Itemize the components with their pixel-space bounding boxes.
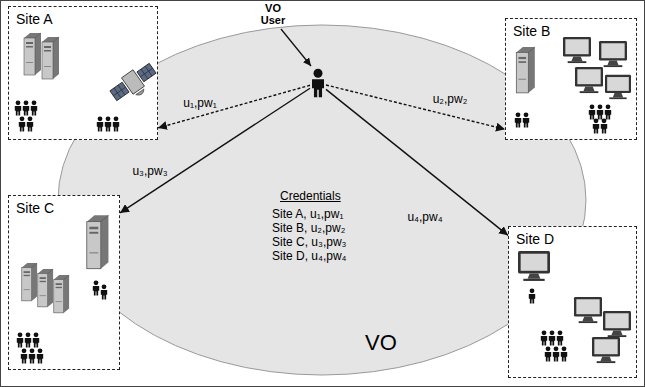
- person-icon: [33, 332, 39, 347]
- label-holder: Credentials: [280, 186, 341, 204]
- edge-label-holder: u₃,pw₃: [130, 161, 169, 179]
- person-icon: [113, 116, 119, 131]
- server-icon: [516, 47, 535, 93]
- user-label: VO User: [256, 2, 290, 26]
- server-icon: [42, 37, 59, 79]
- person-icon: [15, 100, 21, 115]
- edge-label-holder: u₁,pw₁: [181, 93, 218, 111]
- label-holder: Site A, u₁,pw₁: [272, 204, 343, 222]
- person-icon: [27, 116, 33, 131]
- server-icon: [54, 275, 69, 313]
- edge-label-holder: u₂,pw₂: [431, 89, 470, 107]
- person-icon: [25, 332, 31, 347]
- credential-arrow: [326, 89, 508, 235]
- person-icon: [97, 116, 103, 131]
- label-holder: Site D, u₄,pw₄: [272, 246, 347, 264]
- server-icon: [38, 269, 53, 307]
- person-icon: [37, 348, 43, 363]
- edge-label: u₃,pw₃: [130, 164, 169, 178]
- person-icon: [597, 104, 603, 119]
- server-icon: [22, 263, 37, 301]
- server-icon: [24, 33, 41, 75]
- person-icon: [523, 112, 529, 127]
- person-icon: [553, 346, 559, 361]
- site-a-illustration: [15, 33, 161, 132]
- person-icon: [23, 100, 29, 115]
- site-b-illustration: [515, 37, 631, 134]
- person-icon: [21, 348, 27, 363]
- computer-icon: [518, 251, 550, 281]
- credential-arrow: [158, 85, 310, 128]
- site-d-illustration: [518, 251, 631, 363]
- computer-icon: [605, 75, 631, 99]
- person-icon: [605, 104, 611, 119]
- credential-text: Site A, u₁,pw₁: [272, 207, 343, 221]
- person-icon: [93, 280, 99, 295]
- person-icon: [545, 346, 551, 361]
- credential-text: Site B, u₂,pw₂: [272, 221, 345, 235]
- computer-icon: [603, 311, 631, 337]
- person-icon: [593, 118, 599, 133]
- leader-arrow: [281, 29, 311, 66]
- people-group: [15, 100, 119, 131]
- person-icon: [17, 332, 23, 347]
- computer-icon: [599, 41, 627, 67]
- person-icon: [31, 100, 37, 115]
- credential-text: Site D, u₄,pw₄: [272, 249, 347, 263]
- label-holder: Site C, u₃,pw₃: [272, 232, 346, 250]
- people-group: [17, 280, 107, 363]
- connector-group: [120, 85, 508, 235]
- computer-icon: [563, 37, 591, 63]
- credential-text: Site C, u₃,pw₃: [272, 235, 346, 249]
- site-title: Site B: [511, 23, 552, 39]
- site-c-illustration: [17, 215, 109, 363]
- label-holder: Site B, u₂,pw₂: [272, 218, 345, 236]
- edge-label: u₂,pw₂: [431, 92, 470, 106]
- site-title: Site A: [14, 11, 55, 27]
- person-icon: [515, 112, 521, 127]
- site-title: Site D: [514, 231, 556, 247]
- person-icon: [541, 330, 547, 345]
- credential-arrow: [326, 85, 505, 129]
- people-group: [529, 288, 567, 361]
- computer-icon: [575, 67, 603, 93]
- person-icon: [29, 348, 35, 363]
- computer-icon: [592, 337, 620, 363]
- user-figure: VO User: [310, 68, 326, 98]
- person-icon: [549, 330, 555, 345]
- person-icon: [601, 118, 607, 133]
- vo-label: VO: [365, 330, 397, 356]
- person-icon: [529, 288, 535, 303]
- person-icon: [589, 104, 595, 119]
- person-icon: [561, 346, 567, 361]
- person-icon: [101, 284, 107, 299]
- server-icon: [87, 215, 109, 268]
- credentials-heading: Credentials: [280, 189, 341, 203]
- site-title: Site C: [14, 200, 56, 216]
- people-group: [515, 104, 611, 133]
- computer-icon: [574, 297, 602, 323]
- person-icon: [19, 116, 25, 131]
- edge-label-holder: u₄,pw₄: [405, 207, 444, 225]
- person-icon: [557, 330, 563, 345]
- satellite-icon: [108, 60, 162, 108]
- edge-label: u₄,pw₄: [405, 210, 444, 224]
- edge-label: u₁,pw₁: [181, 96, 218, 110]
- person-icon: [105, 116, 111, 131]
- person-icon: [312, 69, 324, 98]
- user-figure-icon: [310, 68, 326, 98]
